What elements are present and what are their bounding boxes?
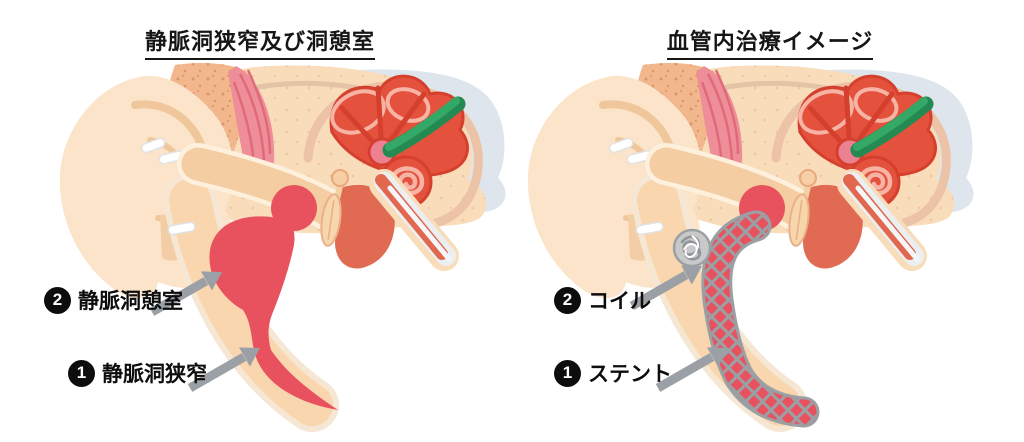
right-panel-illustration xyxy=(528,63,974,412)
callout-coil: 2 コイル xyxy=(554,285,651,315)
sinus-vessel-with-bulge-and-narrowing xyxy=(209,216,338,410)
stent-mesh xyxy=(704,213,817,425)
callout-stenosis: 1 静脈洞狭窄 xyxy=(68,358,207,388)
callout-coil-text: コイル xyxy=(588,290,651,313)
number-badge-1: 1 xyxy=(554,359,581,387)
right-panel-title: 血管内治療イメージ xyxy=(550,24,990,60)
number-badge-2: 2 xyxy=(44,286,71,314)
left-panel-title-text: 静脈洞狭窄及び洞憩室 xyxy=(144,24,375,60)
coil-ball xyxy=(672,228,712,268)
callout-stent: 1 ステント xyxy=(554,358,672,388)
ear-anatomy-illustration xyxy=(0,60,1024,442)
sinus-diverticulum-stenosis xyxy=(209,185,338,410)
number-badge-1: 1 xyxy=(68,359,95,387)
stented-sinus xyxy=(701,185,820,428)
left-panel-title: 静脈洞狭窄及び洞憩室 xyxy=(40,24,480,60)
number-badge-2: 2 xyxy=(554,286,581,314)
callout-stenosis-text: 静脈洞狭窄 xyxy=(102,363,207,386)
callout-stent-text: ステント xyxy=(588,363,672,386)
callout-diverticulum-text: 静脈洞憩室 xyxy=(78,290,183,313)
right-panel-title-text: 血管内治療イメージ xyxy=(666,24,874,60)
callout-diverticulum: 2 静脈洞憩室 xyxy=(44,285,183,315)
left-panel-illustration xyxy=(60,63,506,410)
